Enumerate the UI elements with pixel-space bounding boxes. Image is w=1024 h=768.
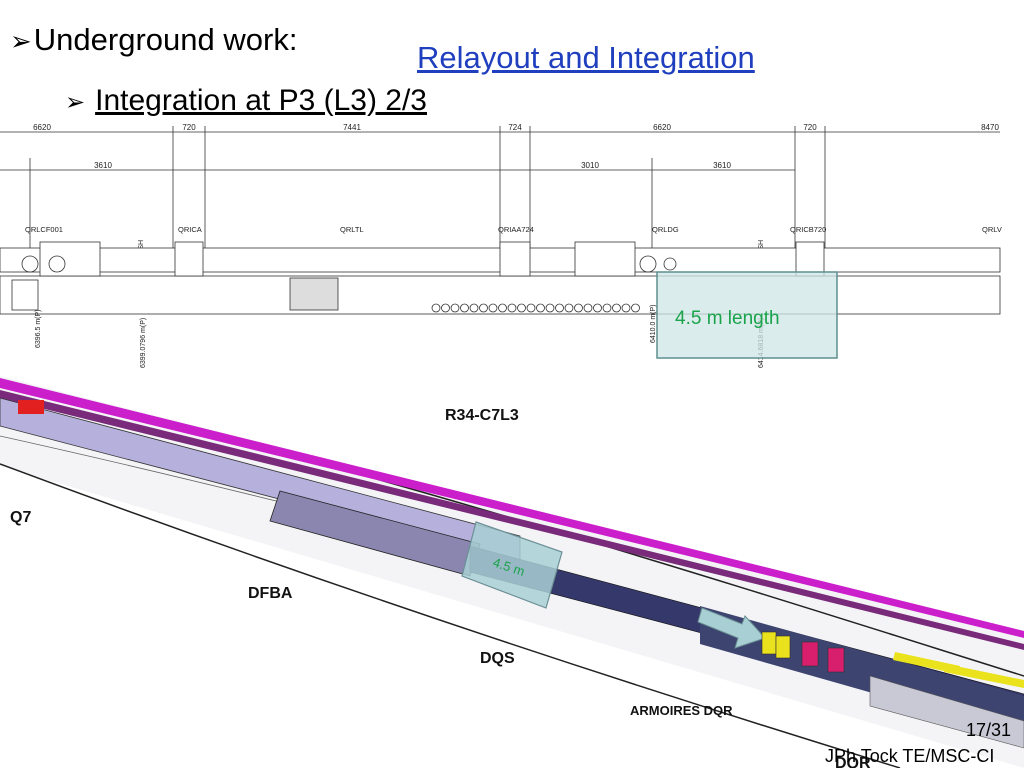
chain-link xyxy=(536,303,545,313)
dim-label: 6620 xyxy=(653,123,671,132)
chain-link xyxy=(441,303,450,313)
slide-subheading: ➢Integration at P3 (L3) 2/3 xyxy=(65,84,427,117)
chain-link xyxy=(488,303,498,313)
chain-link xyxy=(564,303,574,313)
layout-drawing: 6620 720 7441 724 6620 720 8470 3610 301… xyxy=(0,123,1002,368)
element-label: QRIAA724 xyxy=(498,225,534,234)
chain-link xyxy=(526,303,536,313)
relayout-link[interactable]: Relayout and Integration xyxy=(417,40,755,75)
chain-link xyxy=(593,303,602,313)
zone-label: DQR xyxy=(835,755,871,768)
chain-link xyxy=(479,303,488,313)
chain-link xyxy=(612,303,621,313)
chain-link xyxy=(602,303,612,313)
chain-link xyxy=(460,303,469,313)
zone-label: DFBA xyxy=(248,585,293,602)
dim-label: 7441 xyxy=(343,123,361,132)
chain-link xyxy=(545,303,555,313)
element-label: QRLCF001 xyxy=(25,225,63,234)
dim-label: 724 xyxy=(508,123,522,132)
subdim-label: 3610 xyxy=(94,161,112,170)
page-number: 17/31 xyxy=(966,720,1012,740)
zone-label: Q7 xyxy=(10,509,31,526)
heading-text: Underground work: xyxy=(33,22,298,57)
slide-heading: ➢Underground work: xyxy=(10,22,298,57)
highlight-box xyxy=(656,271,838,359)
chain-link xyxy=(469,303,479,313)
chain-link xyxy=(574,303,583,313)
chain-link xyxy=(431,303,441,313)
chain-link xyxy=(450,303,460,313)
subheading-text: Integration at P3 (L3) 2/3 xyxy=(95,84,427,117)
chain-link xyxy=(498,303,507,313)
element-label: QRICB720 xyxy=(790,225,826,234)
subdim-label: 3610 xyxy=(713,161,731,170)
element-label: QRLV xyxy=(982,225,1002,234)
dim-label: 6620 xyxy=(33,123,51,132)
zone-label: DQS xyxy=(480,650,515,667)
dim-label: 720 xyxy=(803,123,817,132)
chain-link xyxy=(621,303,631,313)
elevation-label: 6410.0 m(P) xyxy=(650,304,657,343)
elevation-label: 6396.5 m(P) xyxy=(35,309,42,348)
zone-label: R34-C7L3 xyxy=(445,407,519,424)
elevation-label: 6399.0796 m(P) xyxy=(140,318,147,368)
author-credit: JPh Tock TE/MSC-CI xyxy=(825,746,995,766)
chain-link xyxy=(517,303,526,313)
chain-link xyxy=(507,303,517,313)
chain-link xyxy=(631,303,640,313)
element-label: QRICA xyxy=(178,225,202,234)
subdim-label: 3010 xyxy=(581,161,599,170)
chain-link xyxy=(555,303,564,313)
dim-label: 8470 xyxy=(981,123,999,132)
zone-label: ARMOIRES DQR xyxy=(630,703,733,718)
element-label: QRLDG xyxy=(652,225,679,234)
chain-link xyxy=(583,303,593,313)
tunnel-rendering: 4.5 m R34-C7L3 Q7 DFBA DQS ARMOIRES DQR … xyxy=(0,376,1024,768)
dim-label: 720 xyxy=(182,123,196,132)
highlight-label: 4.5 m length xyxy=(675,308,780,329)
element-label: QRLTL xyxy=(340,225,364,234)
